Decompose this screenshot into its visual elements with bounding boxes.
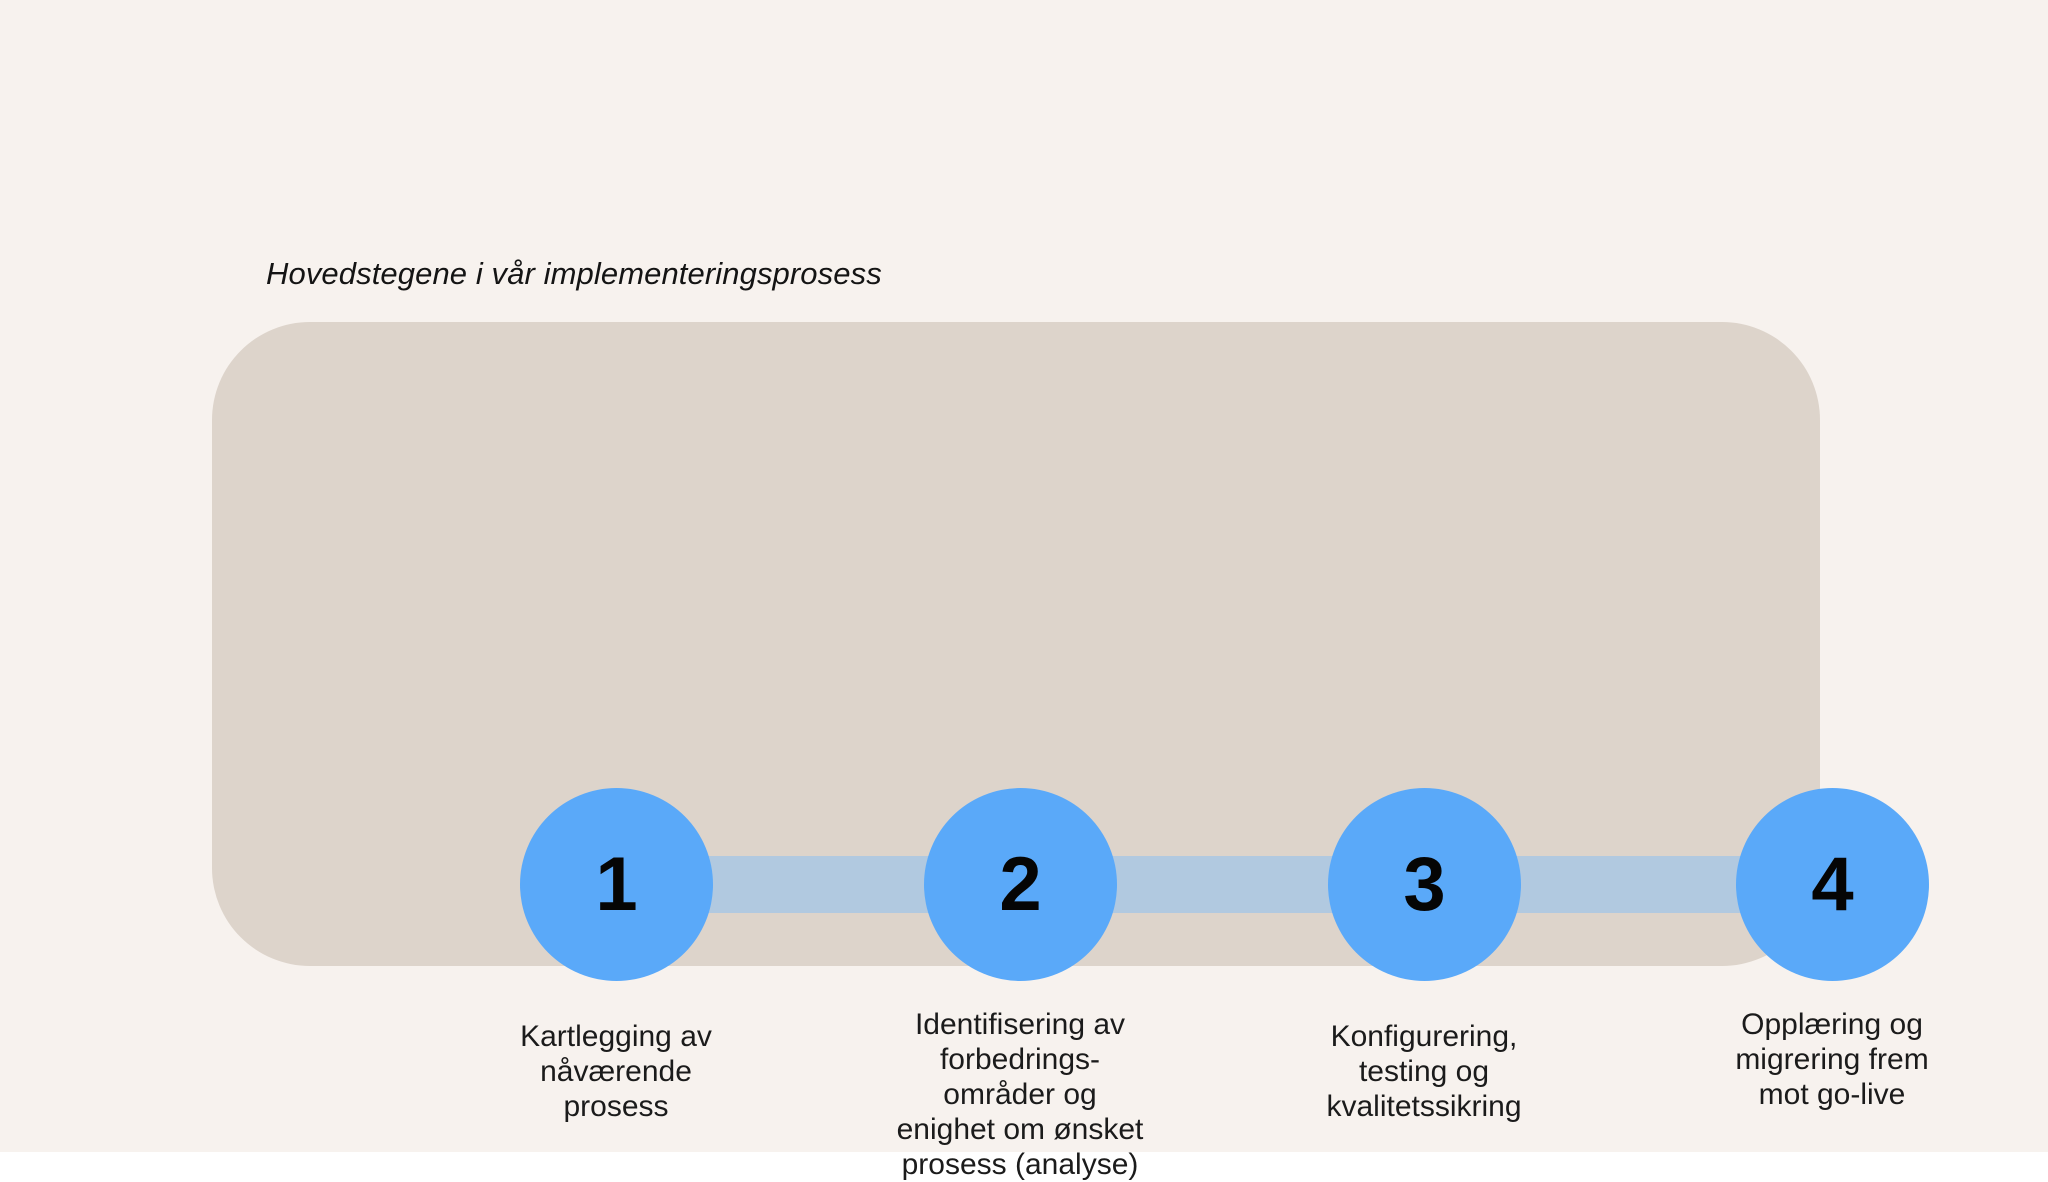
step-3-label: Konfigurering, testing og kvalitetssikri… bbox=[1326, 1020, 1522, 1124]
process-step-2[interactable]: 2 Identifisering av forbedrings- områder… bbox=[890, 788, 1150, 1182]
connector-step-1-to-2 bbox=[682, 856, 954, 913]
page-title: Hovedstegene i vår implementeringsproses… bbox=[266, 256, 882, 291]
step-3-circle[interactable]: 3 bbox=[1327, 788, 1521, 981]
step-1-circle[interactable]: 1 bbox=[519, 788, 713, 981]
process-card: 1 Kartlegging av nåværende prosess 2 Ide… bbox=[212, 322, 1929, 1181]
step-2-circle[interactable]: 2 bbox=[923, 788, 1117, 981]
process-step-4[interactable]: 4 Opplæring og migrering frem mot go-liv… bbox=[1702, 788, 1962, 1112]
step-4-circle[interactable]: 4 bbox=[1735, 788, 1929, 981]
step-4-number: 4 bbox=[1811, 841, 1853, 927]
step-1-number: 1 bbox=[595, 841, 637, 927]
step-2-label: Identifisering av forbedrings- områder o… bbox=[896, 1008, 1144, 1182]
step-2-number: 2 bbox=[999, 841, 1041, 927]
process-step-1[interactable]: 1 Kartlegging av nåværende prosess bbox=[486, 788, 746, 1124]
step-1-label: Kartlegging av nåværende prosess bbox=[520, 1020, 712, 1124]
connector-step-2-to-3 bbox=[1086, 856, 1358, 913]
step-4-label: Opplæring og migrering frem mot go-live bbox=[1735, 1008, 1929, 1112]
process-step-3[interactable]: 3 Konfigurering, testing og kvalitetssik… bbox=[1294, 788, 1554, 1124]
step-3-number: 3 bbox=[1403, 841, 1445, 927]
connector-step-3-to-4 bbox=[1490, 856, 1762, 913]
